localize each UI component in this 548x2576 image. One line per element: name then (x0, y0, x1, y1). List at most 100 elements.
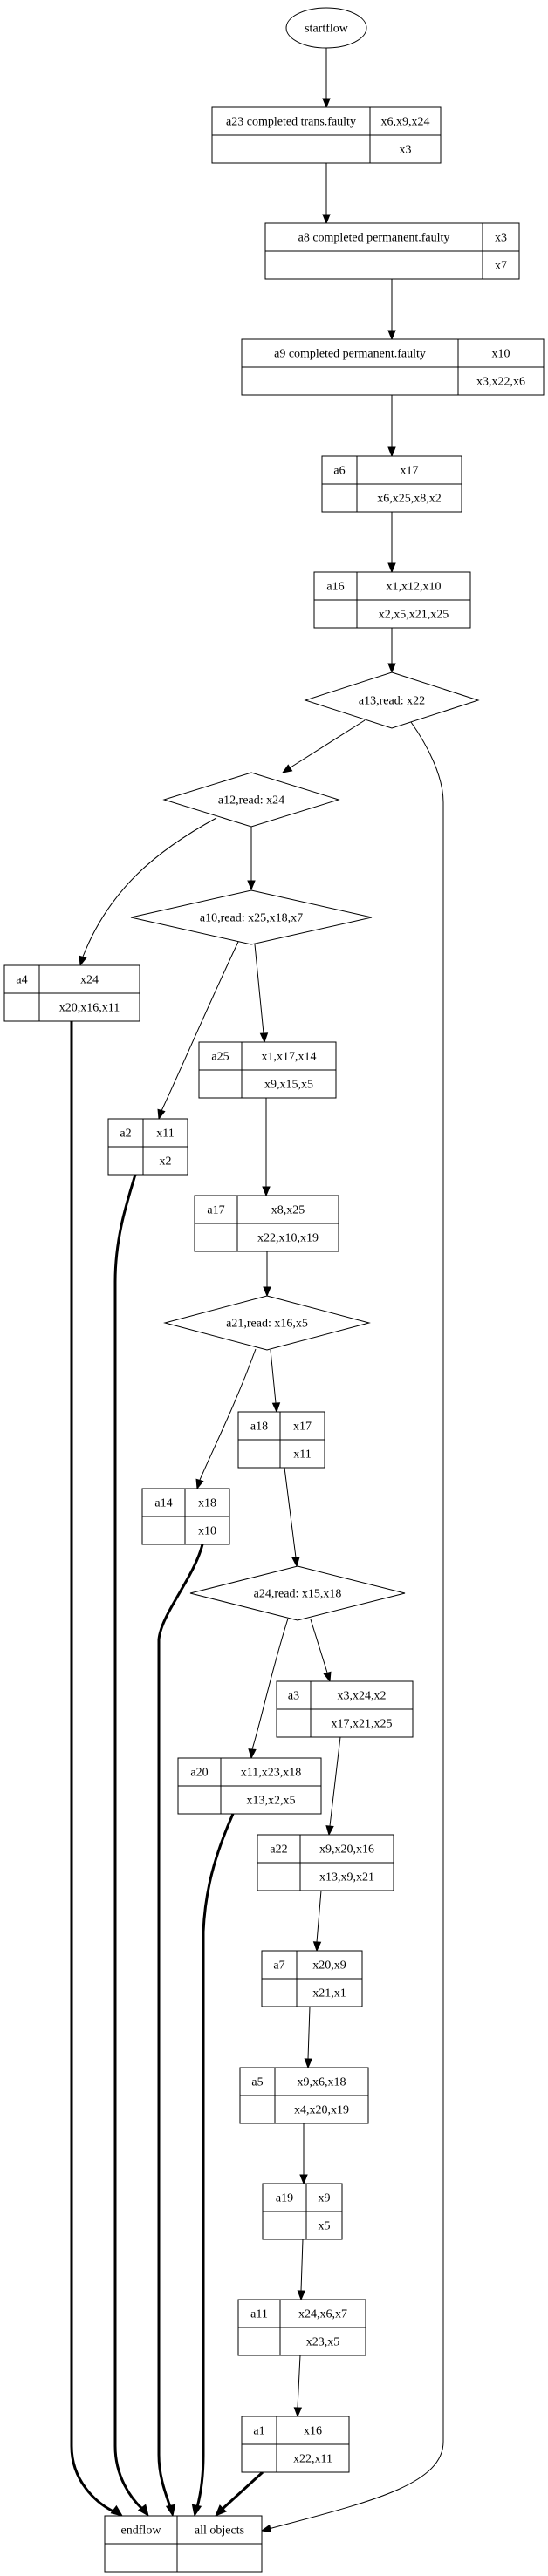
arrowhead-icon (248, 1748, 257, 1760)
edge-line (70, 1021, 114, 2513)
activity-label: a9 completed permanent.faulty (274, 348, 426, 361)
edge-a7-to-a5 (304, 2006, 313, 2069)
arrowhead-icon (157, 1108, 166, 1121)
decision-diamond (163, 1295, 371, 1351)
decision-label: a13,read: x22 (359, 695, 425, 708)
output-vars: x10 (198, 1525, 216, 1538)
arrowhead-icon (110, 2504, 124, 2517)
node-a13[interactable]: a13,read: x22 (304, 671, 480, 729)
edge-a20-to-endflow (191, 1813, 235, 2518)
input-vars: x8,x25 (271, 1204, 305, 1217)
edge-a13-to-a12 (281, 719, 366, 773)
output-vars: x9,x15,x5 (264, 1079, 313, 1092)
edge-line (268, 721, 444, 2530)
arrowhead-icon (387, 562, 396, 574)
arrowhead-icon (304, 2058, 313, 2069)
output-vars: x22,x11 (293, 2453, 332, 2466)
edge-a12-to-a10 (247, 827, 256, 891)
output-vars: x3,x22,x6 (476, 376, 525, 389)
edge-a21-to-a14 (195, 1348, 257, 1490)
edge-a22-to-a7 (312, 1890, 322, 1952)
output-vars: x11 (293, 1448, 311, 1462)
arrowhead-icon (387, 330, 396, 341)
edge-line (221, 2470, 264, 2511)
edge-line (329, 1736, 341, 1827)
edge-a2-to-endflow (113, 1174, 149, 2518)
arrowhead-icon (312, 1941, 322, 1952)
input-vars: x9 (319, 2192, 331, 2205)
activity-label: a2 (120, 1128, 131, 1141)
edge-startflow-to-a23 (322, 48, 331, 109)
output-vars: x20,x16,x11 (59, 1002, 120, 1015)
input-vars: x17 (401, 465, 419, 478)
output-vars: x5 (319, 2220, 331, 2233)
output-vars: x4,x20,x19 (294, 2104, 349, 2117)
input-vars: x9,x20,x16 (319, 1843, 374, 1857)
edge-a18-to-a24 (284, 1467, 300, 1568)
input-vars: x1,x12,x10 (387, 581, 442, 594)
activity-label: a8 completed permanent.faulty (298, 232, 450, 245)
edge-a5-to-a19 (299, 2123, 308, 2185)
arrowhead-icon (323, 1671, 332, 1683)
output-vars: x22,x10,x19 (257, 1232, 319, 1245)
start-label: startflow (305, 23, 349, 36)
edge-a1-to-endflow (215, 2470, 264, 2517)
edge-a16-to-a13 (387, 628, 396, 674)
edge-line (251, 1618, 289, 1750)
activity-label: a6 (333, 465, 345, 478)
output-vars: x13,x9,x21 (319, 1871, 374, 1884)
arrowhead-icon (260, 2524, 272, 2533)
arrowhead-icon (299, 2174, 308, 2185)
arrowhead-icon (281, 764, 293, 773)
node-a10[interactable]: a10,read: x25,x18,x7 (130, 889, 373, 945)
arrowhead-icon (79, 955, 87, 967)
arrowhead-icon (137, 2504, 149, 2518)
output-vars: x3 (400, 144, 412, 157)
edge-line (254, 944, 264, 1034)
input-vars: x24 (80, 974, 99, 987)
arrowhead-icon (247, 880, 256, 891)
edge-line (307, 2006, 311, 2060)
input-vars: x11,x23,x18 (241, 1767, 301, 1780)
edge-line (270, 1349, 277, 1404)
edge-a10-to-a2 (157, 941, 239, 1121)
edge-a14-to-endflow (157, 1544, 204, 2518)
node-startflow[interactable]: startflow (285, 7, 367, 49)
output-vars: x23,x5 (306, 2336, 340, 2349)
input-vars: x24,x6,x7 (298, 2308, 347, 2321)
edge-a24-to-a20 (248, 1618, 289, 1760)
edge-a3-to-a22 (325, 1736, 341, 1837)
node-a21[interactable]: a21,read: x16,x5 (163, 1295, 371, 1351)
node-a24[interactable]: a24,read: x15,x18 (189, 1565, 406, 1621)
output-vars: x17,x21,x25 (332, 1718, 393, 1731)
edge-line (113, 1174, 144, 2511)
decision-label: a10,read: x25,x18,x7 (200, 912, 303, 925)
node-a12[interactable]: a12,read: x24 (162, 772, 340, 828)
activity-label: a18 (250, 1421, 268, 1434)
edges-layer (70, 48, 444, 2533)
decision-diamond (304, 671, 480, 729)
output-vars: x21,x1 (312, 1987, 346, 2000)
edge-a4-to-endflow (70, 1021, 124, 2517)
